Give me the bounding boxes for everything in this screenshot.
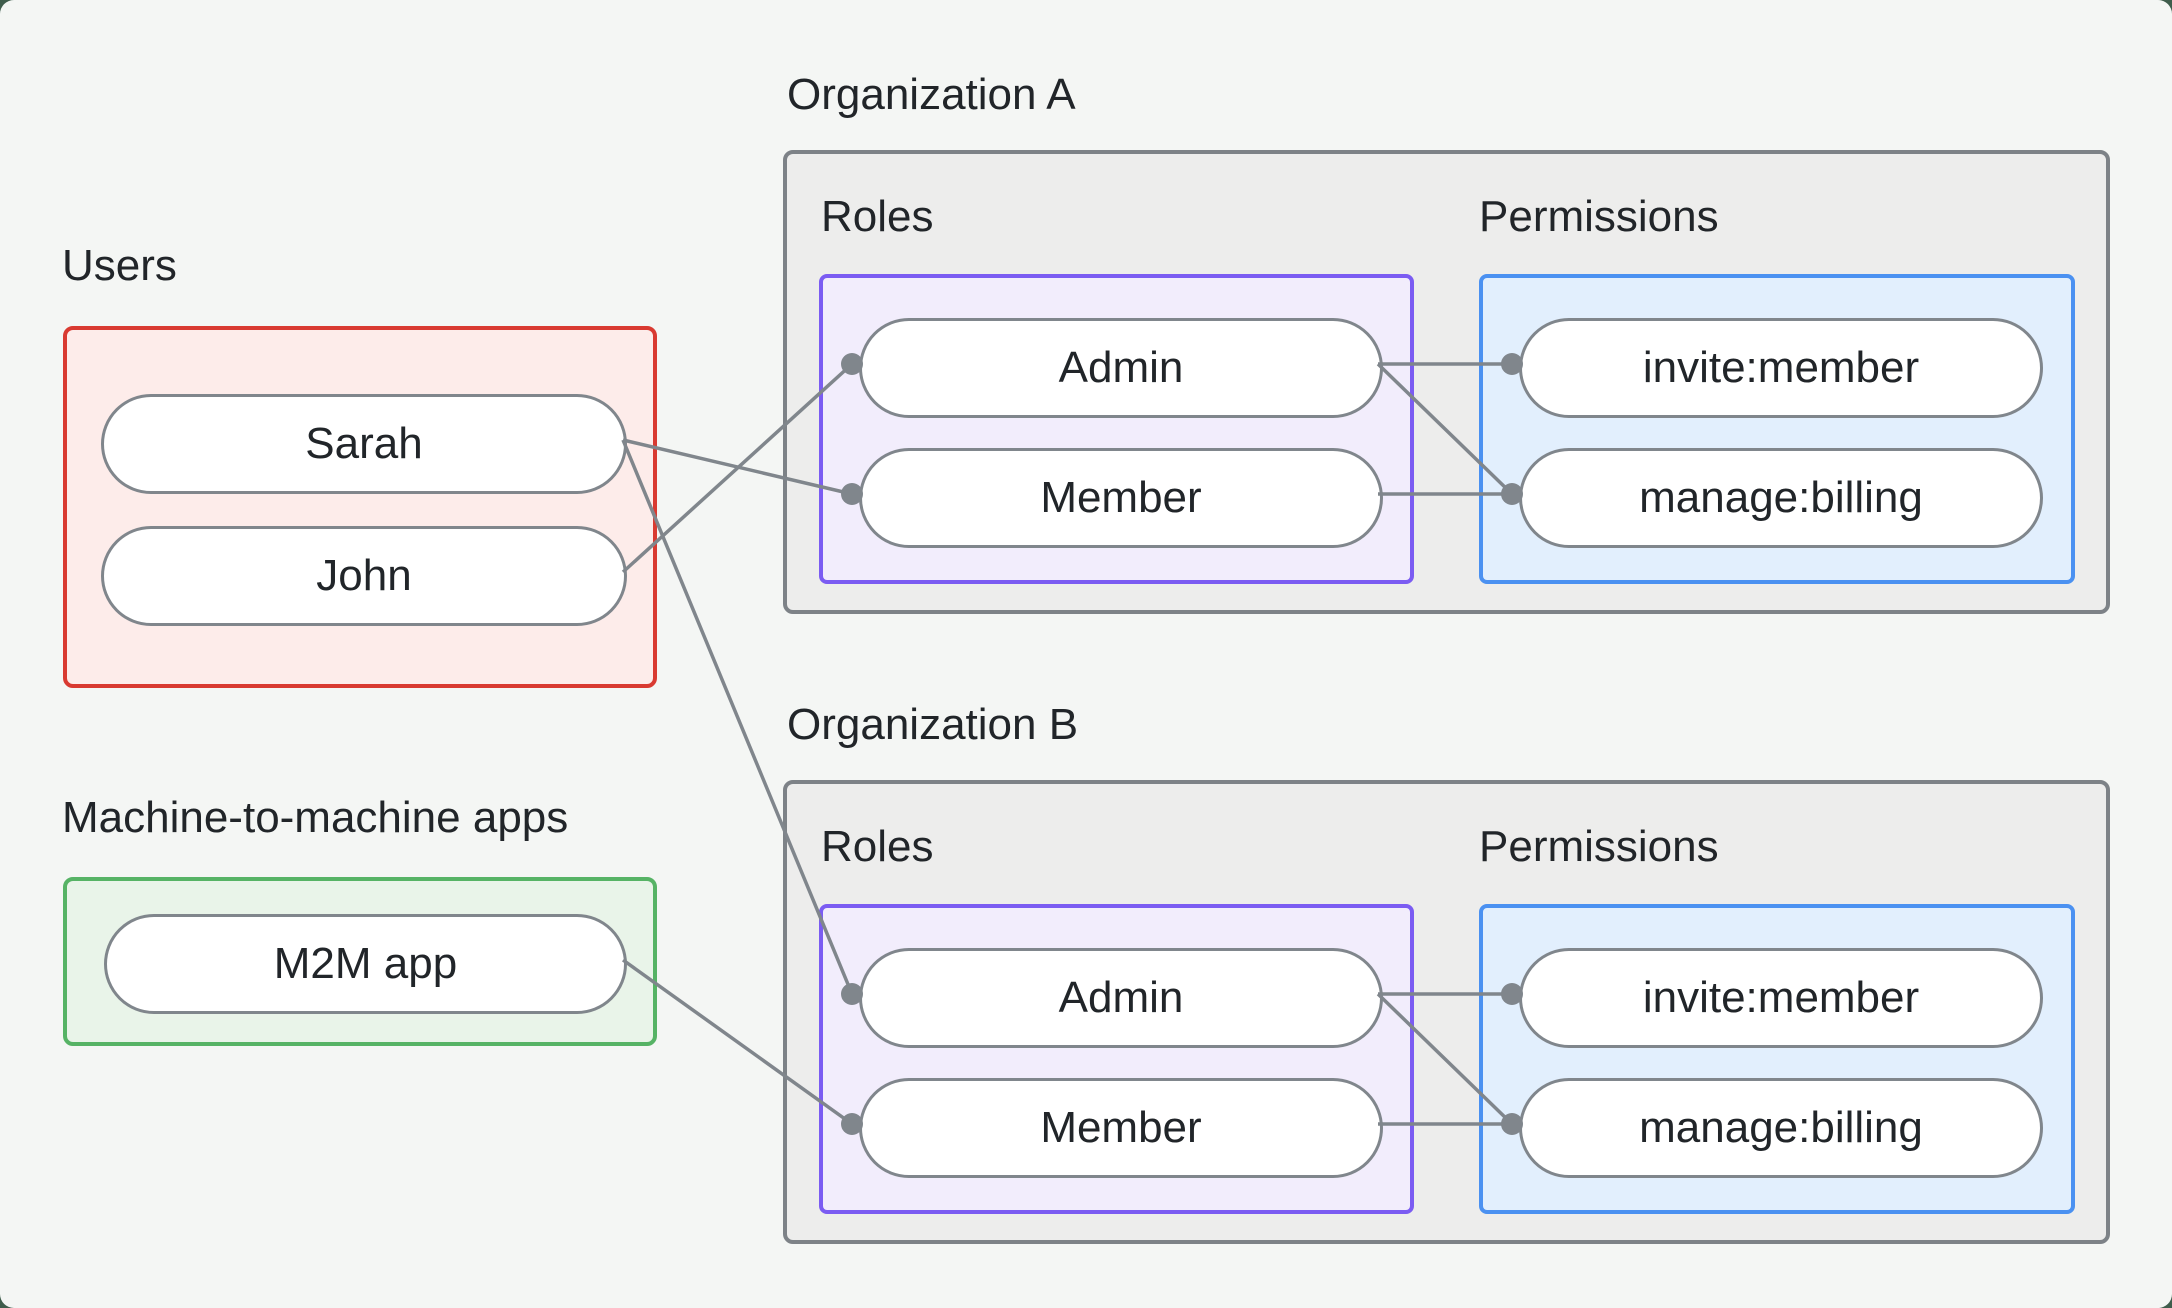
role-node-admin-a: Admin bbox=[859, 318, 1383, 418]
m2m-app-node: M2M app bbox=[104, 914, 627, 1014]
organization-b-roles-label: Roles bbox=[821, 822, 934, 871]
organization-a-title: Organization A bbox=[787, 70, 1076, 119]
role-node-member-a: Member bbox=[859, 448, 1383, 548]
organization-a-roles-label: Roles bbox=[821, 192, 934, 241]
user-node-john-label: John bbox=[316, 551, 412, 600]
organization-a-box: Organization A Roles Permissions Admin M… bbox=[783, 70, 2110, 614]
m2m-group-label: Machine-to-machine apps bbox=[62, 793, 569, 842]
m2m-group-box: M2M app bbox=[63, 877, 657, 1046]
organization-a-permissions-label: Permissions bbox=[1479, 192, 1719, 241]
permission-node-invite-member-a-label: invite:member bbox=[1642, 343, 1920, 392]
permission-node-manage-billing-b-label: manage:billing bbox=[1639, 1103, 1923, 1152]
role-node-member-b: Member bbox=[859, 1078, 1383, 1178]
user-node-sarah: Sarah bbox=[101, 394, 627, 494]
organization-a-roles-box: Admin Member bbox=[819, 274, 1414, 584]
permission-node-invite-member-b: invite:member bbox=[1519, 948, 2043, 1048]
permission-node-manage-billing-a: manage:billing bbox=[1519, 448, 2043, 548]
organization-b-permissions-box: invite:member manage:billing bbox=[1479, 904, 2075, 1214]
user-node-john: John bbox=[101, 526, 627, 626]
role-node-admin-b: Admin bbox=[859, 948, 1383, 1048]
permission-node-invite-member-a: invite:member bbox=[1519, 318, 2043, 418]
role-node-member-a-label: Member bbox=[1040, 473, 1202, 522]
organization-a-permissions-box: invite:member manage:billing bbox=[1479, 274, 2075, 584]
role-node-admin-a-label: Admin bbox=[1058, 343, 1184, 392]
permission-node-manage-billing-a-label: manage:billing bbox=[1639, 473, 1923, 522]
permission-node-manage-billing-b: manage:billing bbox=[1519, 1078, 2043, 1178]
organization-b-box: Organization B Roles Permissions Admin M… bbox=[783, 700, 2110, 1244]
role-node-member-b-label: Member bbox=[1040, 1103, 1202, 1152]
role-node-admin-b-label: Admin bbox=[1058, 973, 1184, 1022]
organization-b-permissions-label: Permissions bbox=[1479, 822, 1719, 871]
users-group-label: Users bbox=[62, 241, 177, 290]
user-node-sarah-label: Sarah bbox=[305, 419, 423, 468]
users-group-box: Sarah John bbox=[63, 326, 657, 688]
organization-b-title: Organization B bbox=[787, 700, 1079, 749]
permission-node-invite-member-b-label: invite:member bbox=[1642, 973, 1920, 1022]
m2m-app-node-label: M2M app bbox=[273, 939, 458, 988]
organization-b-roles-box: Admin Member bbox=[819, 904, 1414, 1214]
